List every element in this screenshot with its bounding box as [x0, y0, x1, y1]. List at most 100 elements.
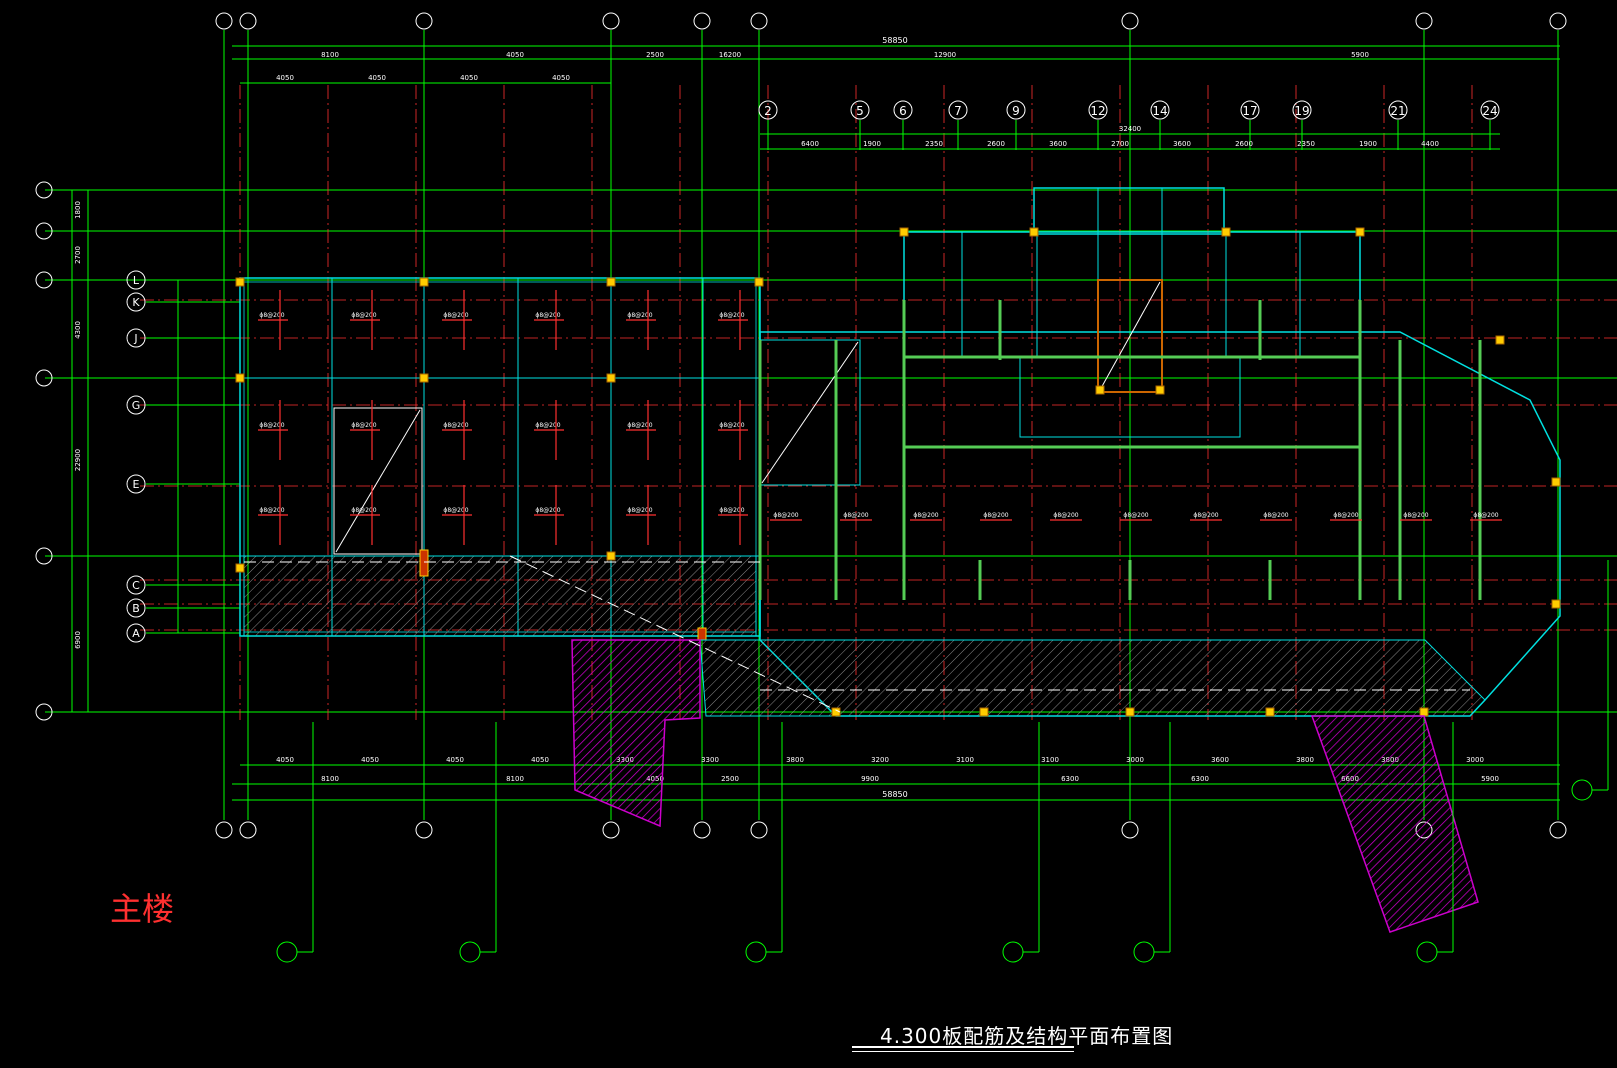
rebar-label: ɸ8@200	[1333, 512, 1358, 519]
dimension-text-left: 4300	[74, 321, 82, 339]
column	[606, 373, 616, 383]
dimension-text-top-secondary: 4050	[460, 74, 478, 82]
axis-letter-label: A	[132, 627, 140, 640]
rebar-label: ɸ8@200	[259, 312, 284, 319]
column	[1095, 385, 1105, 395]
dimension-text-left: 2700	[74, 246, 82, 264]
axis-number-label: 21	[1390, 104, 1405, 118]
title-underline-secondary	[852, 1051, 1074, 1052]
dimension-text-top: 12900	[934, 51, 956, 59]
axis-bubble-bottom	[415, 821, 433, 839]
axis-bubble-number	[850, 100, 870, 120]
dimension-text-bottom-secondary: 8100	[321, 775, 339, 783]
column	[1419, 707, 1429, 717]
dimension-text-left: 1800	[74, 201, 82, 219]
dimension-text-bottom-secondary: 6300	[1061, 775, 1079, 783]
column	[1029, 227, 1039, 237]
axis-number-label: 19	[1294, 104, 1309, 118]
dimension-text-bottom: 3800	[786, 756, 804, 764]
rebar-label: ɸ8@200	[983, 512, 1008, 519]
dimension-text-bottom: 3800	[1296, 756, 1314, 764]
axis-bubble-number	[1006, 100, 1026, 120]
title-underline	[852, 1046, 1074, 1048]
axis-number-label: 12	[1090, 104, 1105, 118]
dimension-text-bottom: 3100	[1041, 756, 1059, 764]
column	[606, 277, 616, 287]
axis-bubble-letter	[126, 575, 146, 595]
column	[1495, 335, 1505, 345]
column	[1265, 707, 1275, 717]
dimension-text-bottom: 3100	[956, 756, 974, 764]
dimension-text-bottom-secondary: 9900	[861, 775, 879, 783]
dimension-text-bottom-total: 58850	[882, 790, 907, 799]
opening-diagonal	[335, 409, 421, 553]
axis-bubble-letter	[126, 328, 146, 348]
top-rooms-outline	[1033, 187, 1225, 235]
section-marker	[276, 941, 298, 963]
rebar-label: ɸ8@200	[773, 512, 798, 519]
column	[1221, 227, 1231, 237]
rebar-label: ɸ8@200	[259, 507, 284, 514]
dimension-text-top-secondary: 4050	[368, 74, 386, 82]
column	[1355, 227, 1365, 237]
axis-letter-label: B	[132, 602, 140, 615]
dimension-text-block-total: 32400	[1119, 125, 1141, 133]
dimension-text-block: 1900	[863, 140, 881, 148]
dimension-text-block: 6400	[801, 140, 819, 148]
rebar-label: ɸ8@200	[719, 507, 744, 514]
rebar-label: ɸ8@200	[351, 422, 376, 429]
dimension-text-bottom: 3600	[1211, 756, 1229, 764]
dimension-text-top-secondary: 4050	[552, 74, 570, 82]
column	[235, 563, 245, 573]
dimension-text-bottom-secondary: 5900	[1481, 775, 1499, 783]
dimension-text-block: 3600	[1173, 140, 1191, 148]
dimension-text-bottom-secondary: 6300	[1191, 775, 1209, 783]
column	[419, 373, 429, 383]
axis-bubble-number	[893, 100, 913, 120]
section-marker	[459, 941, 481, 963]
axis-number-label: 2	[764, 104, 772, 118]
dimension-text-bottom: 4050	[531, 756, 549, 764]
dimension-text-top: 16200	[719, 51, 741, 59]
column	[831, 707, 841, 717]
axis-bubble-left	[35, 547, 53, 565]
dimension-text-block: 2600	[987, 140, 1005, 148]
column	[1551, 477, 1561, 487]
axis-bubble-bottom	[693, 821, 711, 839]
axis-bubble-letter	[126, 395, 146, 415]
axis-number-label: 9	[1012, 104, 1020, 118]
rebar-label: ɸ8@200	[1193, 512, 1218, 519]
rebar-label: ɸ8@200	[351, 312, 376, 319]
axis-bubble-bottom	[1549, 821, 1567, 839]
section-marker	[1571, 779, 1593, 801]
axis-bubble-letter	[126, 474, 146, 494]
opening-rect	[333, 407, 423, 555]
dimension-text-bottom: 3000	[1126, 756, 1144, 764]
dimension-text-block: 1900	[1359, 140, 1377, 148]
axis-number-label: 17	[1242, 104, 1257, 118]
column	[1125, 707, 1135, 717]
axis-bubble-letter	[126, 598, 146, 618]
rebar-label: ɸ8@200	[535, 422, 560, 429]
axis-bubble-top	[693, 12, 711, 30]
axis-bubble-number	[1240, 100, 1260, 120]
rebar-label: ɸ8@200	[443, 422, 468, 429]
axis-bubble-number	[1088, 100, 1108, 120]
elevator-core	[1097, 279, 1163, 393]
axis-bubble-left	[35, 181, 53, 199]
section-marker	[1133, 941, 1155, 963]
rebar-label: ɸ8@200	[1473, 512, 1498, 519]
dimension-text-bottom-secondary: 8100	[506, 775, 524, 783]
dimension-text-bottom: 4050	[446, 756, 464, 764]
column	[606, 551, 616, 561]
axis-number-label: 5	[856, 104, 864, 118]
dimension-text-block: 2700	[1111, 140, 1129, 148]
axis-letter-label: J	[133, 332, 137, 345]
axis-bubble-top	[239, 12, 257, 30]
dimension-text-block: 4400	[1421, 140, 1439, 148]
axis-letter-label: K	[132, 296, 140, 309]
column	[979, 707, 989, 717]
dimension-text-bottom-secondary: 2500	[721, 775, 739, 783]
rebar-label: ɸ8@200	[843, 512, 868, 519]
dimension-text-top: 4050	[506, 51, 524, 59]
